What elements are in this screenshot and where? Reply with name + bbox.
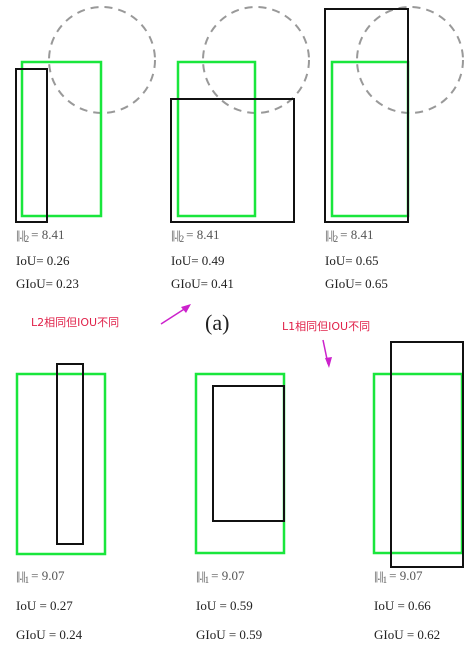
- gt-box-b1: [15, 372, 107, 556]
- norm-label-a1: ||.||2= 8.41: [16, 227, 65, 244]
- giou-label-b2: GIoU = 0.59: [196, 627, 263, 642]
- dashed-circle-a2: [202, 6, 310, 114]
- dashed-circle-a1: [48, 6, 156, 114]
- gt-box-b3: [372, 372, 464, 555]
- giou-label-b1: GIoU = 0.24: [16, 627, 83, 642]
- giou-label-b3: GIoU = 0.62: [374, 627, 441, 642]
- dashed-circle-a3: [356, 6, 464, 114]
- pred-box-a2: [170, 98, 295, 223]
- norm-label-a3: ||.||2= 8.41: [325, 227, 374, 244]
- annotation-l1: L1相同但IOU不同: [282, 320, 371, 333]
- arrow-l1-head: [325, 357, 332, 368]
- iou-label-a2: IoU= 0.49: [171, 253, 225, 268]
- pred-box-a1: [15, 68, 48, 223]
- annotation-l2: L2相同但IOU不同: [31, 316, 120, 329]
- iou-label-b3: IoU = 0.66: [374, 598, 431, 613]
- norm-label-b1: ||.||1= 9.07: [16, 568, 65, 585]
- norm-label-b2: ||.||1= 9.07: [196, 568, 245, 585]
- iou-label-a3: IoU= 0.65: [325, 253, 379, 268]
- giou-label-a2: GIoU= 0.41: [171, 276, 234, 291]
- giou-label-a3: GIoU= 0.65: [325, 276, 388, 291]
- gt-box-a1: [20, 60, 103, 218]
- pred-box-a3: [324, 8, 409, 223]
- gt-box-b2: [194, 372, 286, 555]
- iou-label-b1: IoU = 0.27: [16, 598, 73, 613]
- pred-box-b1: [56, 363, 84, 545]
- caption-a: (a): [205, 310, 230, 335]
- gt-box-a2: [176, 60, 257, 218]
- norm-label-b3: ||.||1= 9.07: [374, 568, 423, 585]
- iou-label-a1: IoU= 0.26: [16, 253, 70, 268]
- giou-label-a1: GIoU= 0.23: [16, 276, 79, 291]
- iou-label-b2: IoU = 0.59: [196, 598, 253, 613]
- norm-label-a2: ||.||2= 8.41: [171, 227, 220, 244]
- pred-box-b2: [212, 385, 285, 522]
- arrow-l2-head: [181, 304, 191, 313]
- pred-box-b3: [390, 341, 464, 568]
- gt-box-a3: [330, 60, 410, 218]
